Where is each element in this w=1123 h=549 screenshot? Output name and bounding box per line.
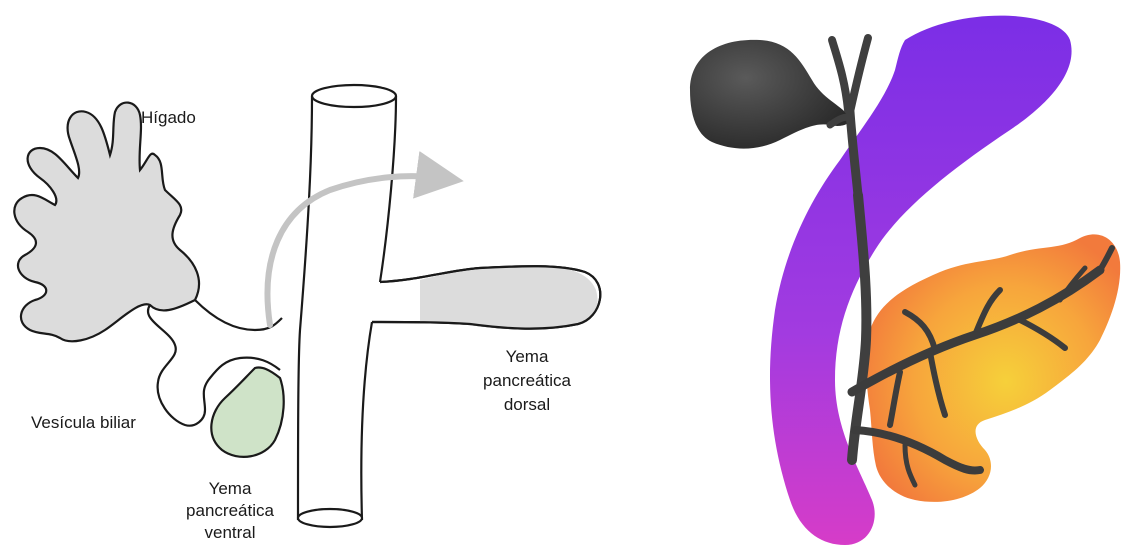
gallbladder-illustration	[690, 40, 850, 149]
